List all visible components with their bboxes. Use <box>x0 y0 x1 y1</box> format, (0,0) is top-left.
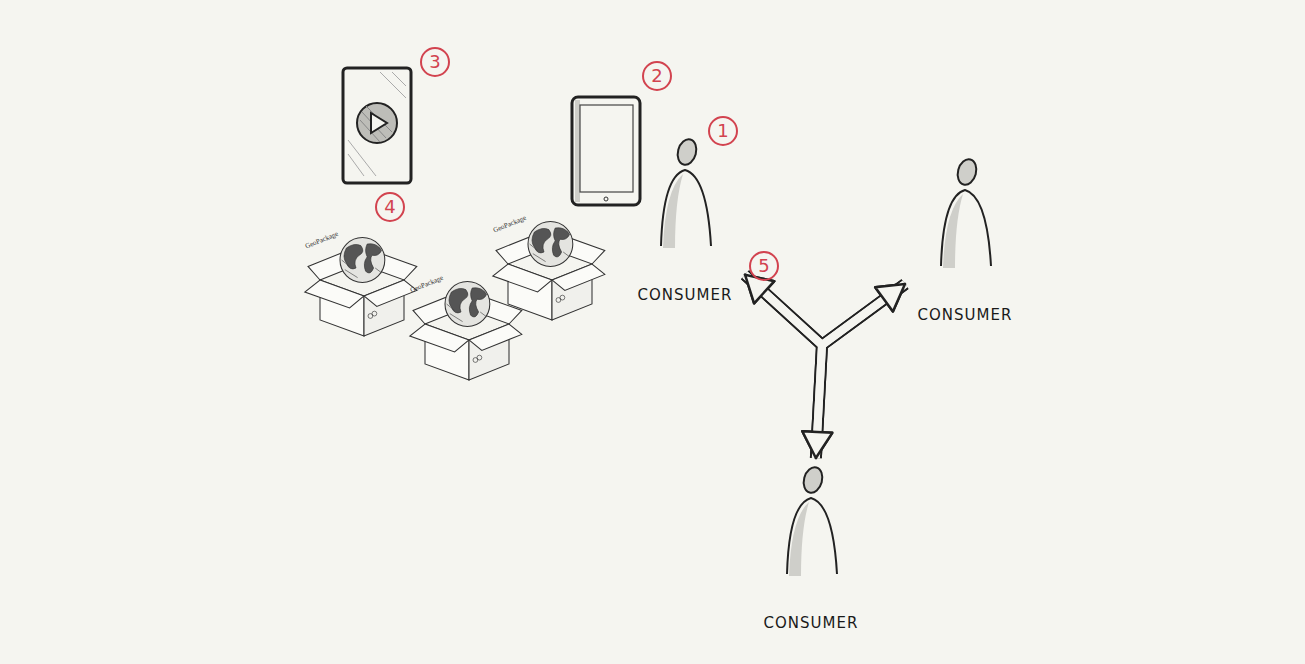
person-shade <box>789 502 809 576</box>
person-body <box>787 498 837 574</box>
person-body <box>661 170 711 246</box>
package-print: GeoPackage <box>304 230 339 251</box>
person-body <box>941 190 991 266</box>
callout-number: 5 <box>749 251 779 281</box>
person-head <box>801 465 825 495</box>
consumer-figure: CONSUMER <box>625 130 745 310</box>
callout-number: 2 <box>642 61 672 91</box>
callout-number: 4 <box>375 192 405 222</box>
person-head <box>955 157 979 187</box>
connector <box>745 275 905 345</box>
glass-hatch <box>348 72 406 176</box>
play-icon <box>371 113 387 133</box>
person-icon <box>625 130 745 260</box>
callout-number: 3 <box>420 47 450 77</box>
connector-outline <box>816 284 905 458</box>
package-box <box>410 282 522 380</box>
consumer-figure: CONSUMER <box>751 458 871 638</box>
person-head <box>675 137 699 167</box>
connector <box>745 275 822 458</box>
package-box <box>305 238 417 336</box>
play-hatch <box>360 106 392 142</box>
connector-outline <box>745 275 822 458</box>
connector <box>816 284 905 458</box>
tablet-button <box>604 197 608 201</box>
person-shade <box>943 194 963 268</box>
tablet-shade <box>575 100 580 202</box>
consumer-figure: CONSUMER <box>905 150 1025 330</box>
person-icon <box>751 458 871 588</box>
person-icon <box>905 150 1025 280</box>
package-print: GeoPackage <box>492 214 527 235</box>
package-print: GeoPackage <box>409 274 444 295</box>
video-card <box>343 68 411 183</box>
connector-outline <box>745 275 905 345</box>
package-box <box>493 222 605 320</box>
tablet <box>572 97 640 205</box>
tablet-screen <box>580 105 633 192</box>
person-shade <box>663 174 683 248</box>
callout-number: 1 <box>708 116 738 146</box>
node-label: CONSUMER <box>751 614 871 632</box>
node-label: CONSUMER <box>625 286 745 304</box>
play-button <box>357 103 397 143</box>
node-label: CONSUMER <box>905 306 1025 324</box>
